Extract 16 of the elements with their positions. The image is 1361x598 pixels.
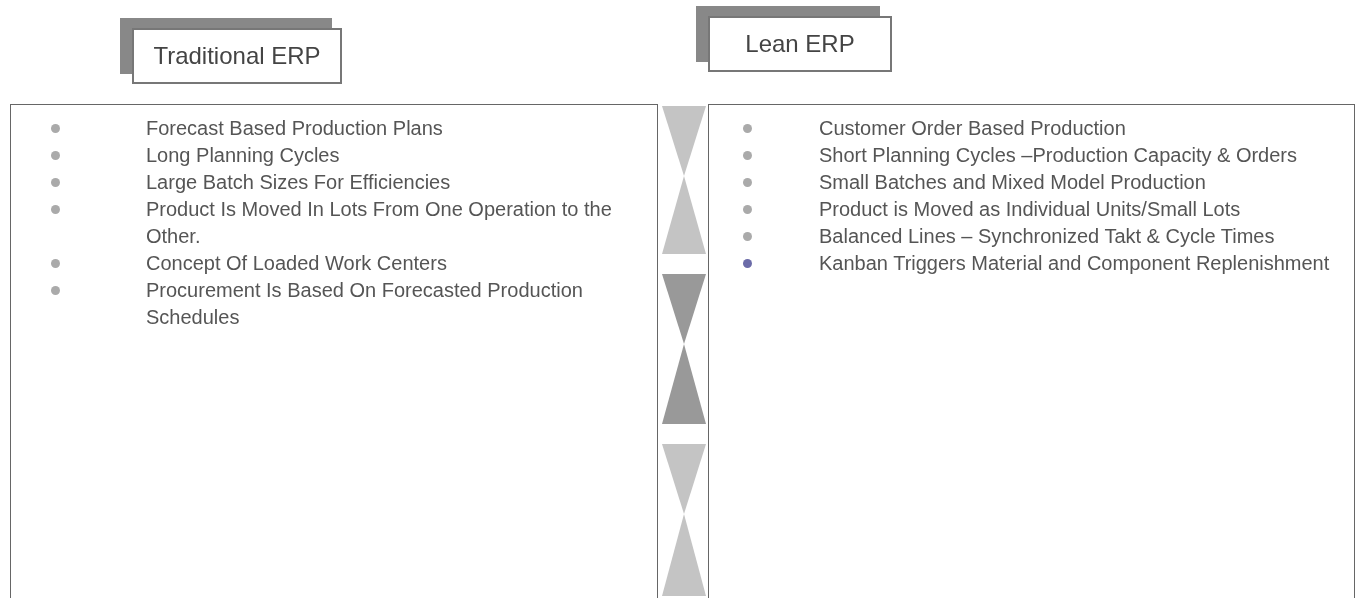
list-item-text: Long Planning Cycles [146, 144, 340, 166]
list-panel [10, 104, 658, 598]
list-panel [708, 104, 1355, 598]
list-item-text: Customer Order Based Production [819, 117, 1126, 139]
list-item-text: Product Is Moved In Lots From One Operation to the Other. [146, 198, 612, 247]
list-item-text: Kanban Triggers Material and Component Replenishment [819, 252, 1330, 274]
list-item-text: Procurement Is Based On Forecasted Production Schedules [146, 279, 583, 328]
list-item-text: Concept Of Loaded Work Centers [146, 252, 447, 274]
list-item-text: Small Batches and Mixed Model Production [819, 171, 1206, 193]
header-box: Lean ERP [708, 16, 892, 72]
list-item-text: Product is Moved as Individual Units/Small Lots [819, 198, 1241, 220]
list-item-text: Balanced Lines – Synchronized Takt & Cycle Times [819, 225, 1275, 247]
list-item-text: Short Planning Cycles –Production Capacity & Orders [819, 144, 1297, 166]
list-item-text: Forecast Based Production Plans [146, 117, 443, 139]
list-item-text: Large Batch Sizes For Efficiencies [146, 171, 451, 193]
header-box: Traditional ERP [132, 28, 342, 84]
